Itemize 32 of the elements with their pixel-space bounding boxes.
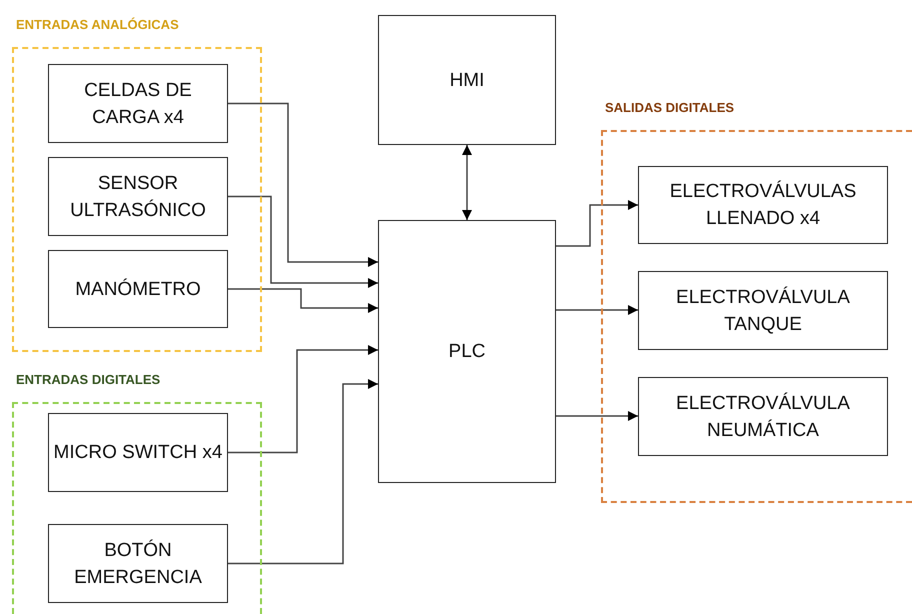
- box-label: BOTÓN EMERGENCIA: [73, 538, 203, 590]
- group-heading: ENTRADAS DIGITALES: [16, 372, 160, 387]
- connector-arrow: [228, 288, 378, 313]
- box-label: ELECTROVÁLVULA NEUMÁTICA: [675, 392, 851, 442]
- connector-arrow: [228, 102, 378, 267]
- process-box: [378, 220, 556, 483]
- box-label: MICRO SWITCH x4: [52, 441, 224, 465]
- connector-arrow: [228, 196, 378, 288]
- process-box: [638, 271, 888, 350]
- group-heading: SALIDAS DIGITALES: [605, 100, 734, 115]
- box-label: ELECTROVÁLVULAS LLENADO x4: [668, 180, 858, 231]
- process-box: [638, 166, 888, 244]
- connector-arrow: [556, 200, 638, 247]
- box-label: HMI: [448, 68, 486, 92]
- process-box: [48, 250, 228, 328]
- connector-arrow: [556, 411, 638, 421]
- process-box: [638, 377, 888, 456]
- connector-arrow: [556, 305, 638, 315]
- process-box: [48, 524, 228, 603]
- connector-arrow: [462, 145, 472, 220]
- process-box: [378, 15, 556, 145]
- group-heading: ENTRADAS ANALÓGICAS: [16, 17, 179, 32]
- box-label: MANÓMETRO: [74, 278, 202, 302]
- connector-arrow: [228, 379, 378, 564]
- box-label: SENSOR ULTRASÓNICO: [69, 172, 207, 222]
- process-box: [48, 157, 228, 236]
- process-box: [48, 64, 228, 143]
- process-box: [48, 413, 228, 492]
- box-label: ELECTROVÁLVULA TANQUE: [675, 286, 851, 336]
- box-label: PLC: [448, 340, 486, 364]
- box-label: CELDAS DE CARGA x4: [83, 78, 193, 130]
- connector-arrow: [228, 345, 378, 454]
